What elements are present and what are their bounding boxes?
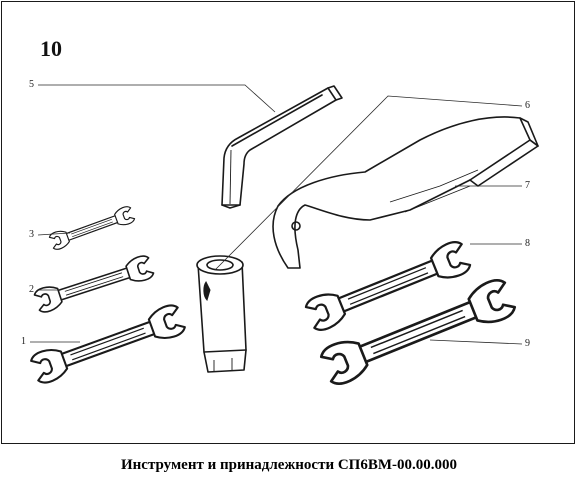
callout-7: 7 (525, 180, 530, 191)
callout-1: 1 (21, 336, 26, 347)
figure-number: 10 (40, 36, 62, 61)
hook-spanner-7 (272, 116, 539, 269)
callout-6: 6 (525, 100, 530, 111)
socket-tube-6 (196, 255, 247, 373)
callout-3: 3 (29, 229, 34, 240)
hex-key-5 (221, 85, 343, 209)
figure-caption: Инструмент и принадлежности СП6ВМ-00.00.… (120, 457, 458, 473)
callout-8: 8 (525, 238, 530, 249)
wrench-2 (32, 253, 156, 315)
wrench-3 (47, 204, 137, 252)
callout-5: 5 (29, 79, 34, 90)
callout-2: 2 (29, 284, 34, 295)
wrench-9 (317, 275, 519, 389)
leader-lines (30, 84, 523, 345)
callout-9: 9 (525, 338, 530, 349)
wrench-1 (28, 301, 188, 387)
